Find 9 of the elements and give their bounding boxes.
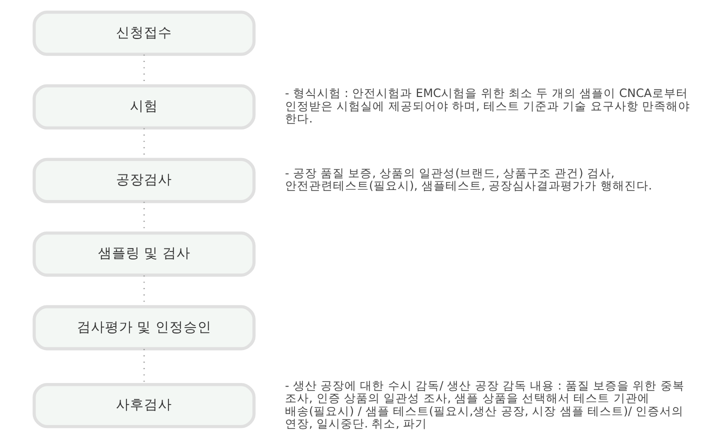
node-label: - 공장 품질 보증, 상품의 일관성(브랜드, 상품구조 관건) 검사, 안전관련테스트(필요시), 샘플테스트, 공장심사결과평가가 행해진다. xyxy=(284,166,652,193)
node-box: 시험 xyxy=(32,84,256,130)
node-label: - 형식시험 : 안전시험과 EMC시험을 위한 최소 두 개의 샘플이 CNCA로부터 인정받은 시험실에 제공되어야 하며, 테스트 기준과 기술 요구사항 만족해야 한다. xyxy=(284,86,690,126)
node-box: 검사평가 및 인정승인 xyxy=(32,305,256,350)
node-box: 샘플링 및 검사 xyxy=(32,232,256,277)
node-label: - 생산 공장에 대한 수시 감독/ 생산 공장 감독 내용 : 품질 보증을 위한 중복 조사, 인증 상품의 일관성 조사, 샘플 상품을 선택해서 테스트 기관에 배송(필요시) / 샘플 테스트(필요시,생산 공장, 시장 샘플 테스트)/ 인증서의 연장, 일시중단. 취소, 파기 xyxy=(284,378,684,430)
node-box: 공장검사 xyxy=(32,158,256,204)
node-box: 신청접수 xyxy=(32,10,256,56)
node-box: 사후검사 xyxy=(32,382,256,428)
